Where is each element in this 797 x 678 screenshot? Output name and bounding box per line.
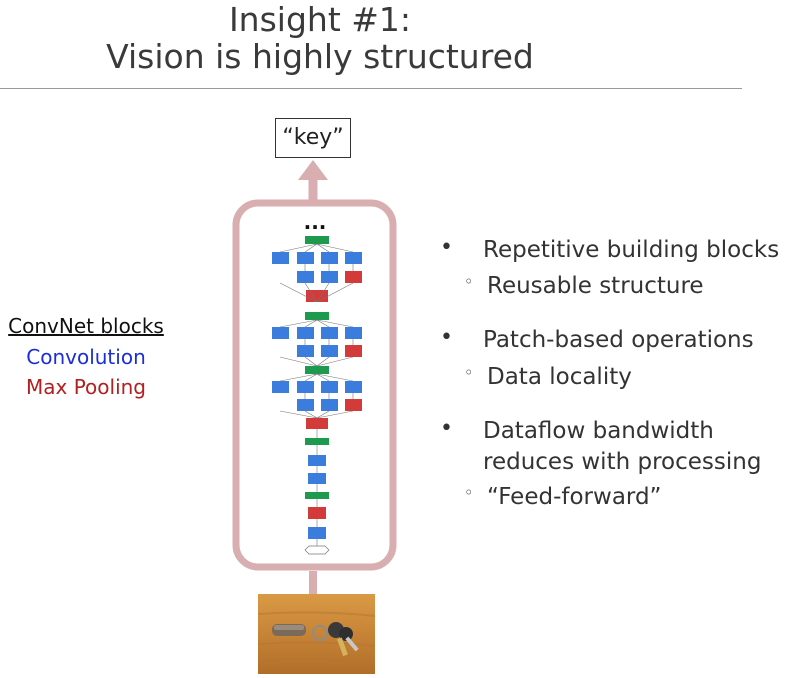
conv-block	[321, 327, 338, 339]
concat-block	[305, 492, 329, 499]
bullet-1-text: Repetitive building blocks	[483, 237, 780, 263]
bullet-3-text: Dataflow bandwidth	[483, 418, 714, 444]
conv-block	[345, 252, 362, 264]
conv-block	[321, 252, 338, 264]
bullet-3-text-line2: reduces with processing	[483, 449, 762, 475]
conv-block	[321, 271, 338, 283]
connection-lines	[279, 319, 354, 367]
bullet-1-sub: Reusable structure	[487, 273, 704, 299]
legend-title: ConvNet blocks	[8, 314, 164, 338]
conv-block	[308, 473, 326, 484]
ellipsis: ...	[304, 210, 327, 234]
title-divider	[0, 88, 742, 89]
pool-block	[345, 271, 362, 283]
conv-block	[297, 381, 314, 393]
network-stem	[304, 429, 330, 555]
conv-block	[321, 345, 338, 357]
conv-block	[297, 327, 314, 339]
slide-title-line2: Vision is highly structured	[106, 37, 534, 76]
bullet-3-sub: “Feed-forward”	[487, 484, 662, 510]
legend-convolution: Convolution	[26, 345, 146, 369]
bullet-dot: •	[440, 416, 453, 441]
connection-lines	[279, 373, 354, 419]
conv-block	[272, 252, 289, 264]
inception-module-2	[272, 312, 362, 367]
input-arrow-stem	[309, 571, 317, 595]
connection-lines	[279, 243, 354, 303]
conv-block	[297, 271, 314, 283]
conv-block	[272, 381, 289, 393]
pool-block	[345, 399, 362, 411]
pool-block	[306, 290, 328, 302]
inception-module-3	[272, 366, 362, 429]
output-key-label: “key”	[275, 118, 351, 158]
legend-max-pooling: Max Pooling	[25, 375, 146, 399]
sub-bullet-marker: ◦	[464, 483, 474, 502]
conv-block	[272, 327, 289, 339]
keys-photo	[258, 594, 375, 674]
slide-title-line1: Insight #1:	[228, 0, 412, 39]
pool-block	[306, 418, 328, 429]
pool-block	[308, 507, 326, 519]
sub-bullet-marker: ◦	[464, 272, 474, 291]
concat-block	[305, 312, 329, 320]
conv-block	[321, 399, 338, 411]
bullet-2-text: Patch-based operations	[483, 327, 754, 353]
conv-block	[308, 527, 326, 539]
pool-block	[345, 345, 362, 357]
conv-block	[345, 381, 362, 393]
conv-block	[297, 345, 314, 357]
bullet-dot: •	[440, 325, 453, 350]
concat-block	[305, 438, 329, 445]
output-arrow-head	[298, 160, 328, 180]
conv-block	[297, 252, 314, 264]
conv-block	[308, 455, 326, 466]
network-frame	[232, 199, 397, 571]
conv-block	[321, 381, 338, 393]
conv-block	[345, 327, 362, 339]
input-node	[304, 545, 330, 555]
concat-block	[305, 366, 329, 374]
inception-module-1	[272, 236, 362, 303]
conv-block	[297, 399, 314, 411]
bullet-2-sub: Data locality	[487, 364, 632, 390]
sub-bullet-marker: ◦	[464, 363, 474, 382]
bullet-dot: •	[440, 235, 453, 260]
concat-block	[305, 236, 329, 244]
